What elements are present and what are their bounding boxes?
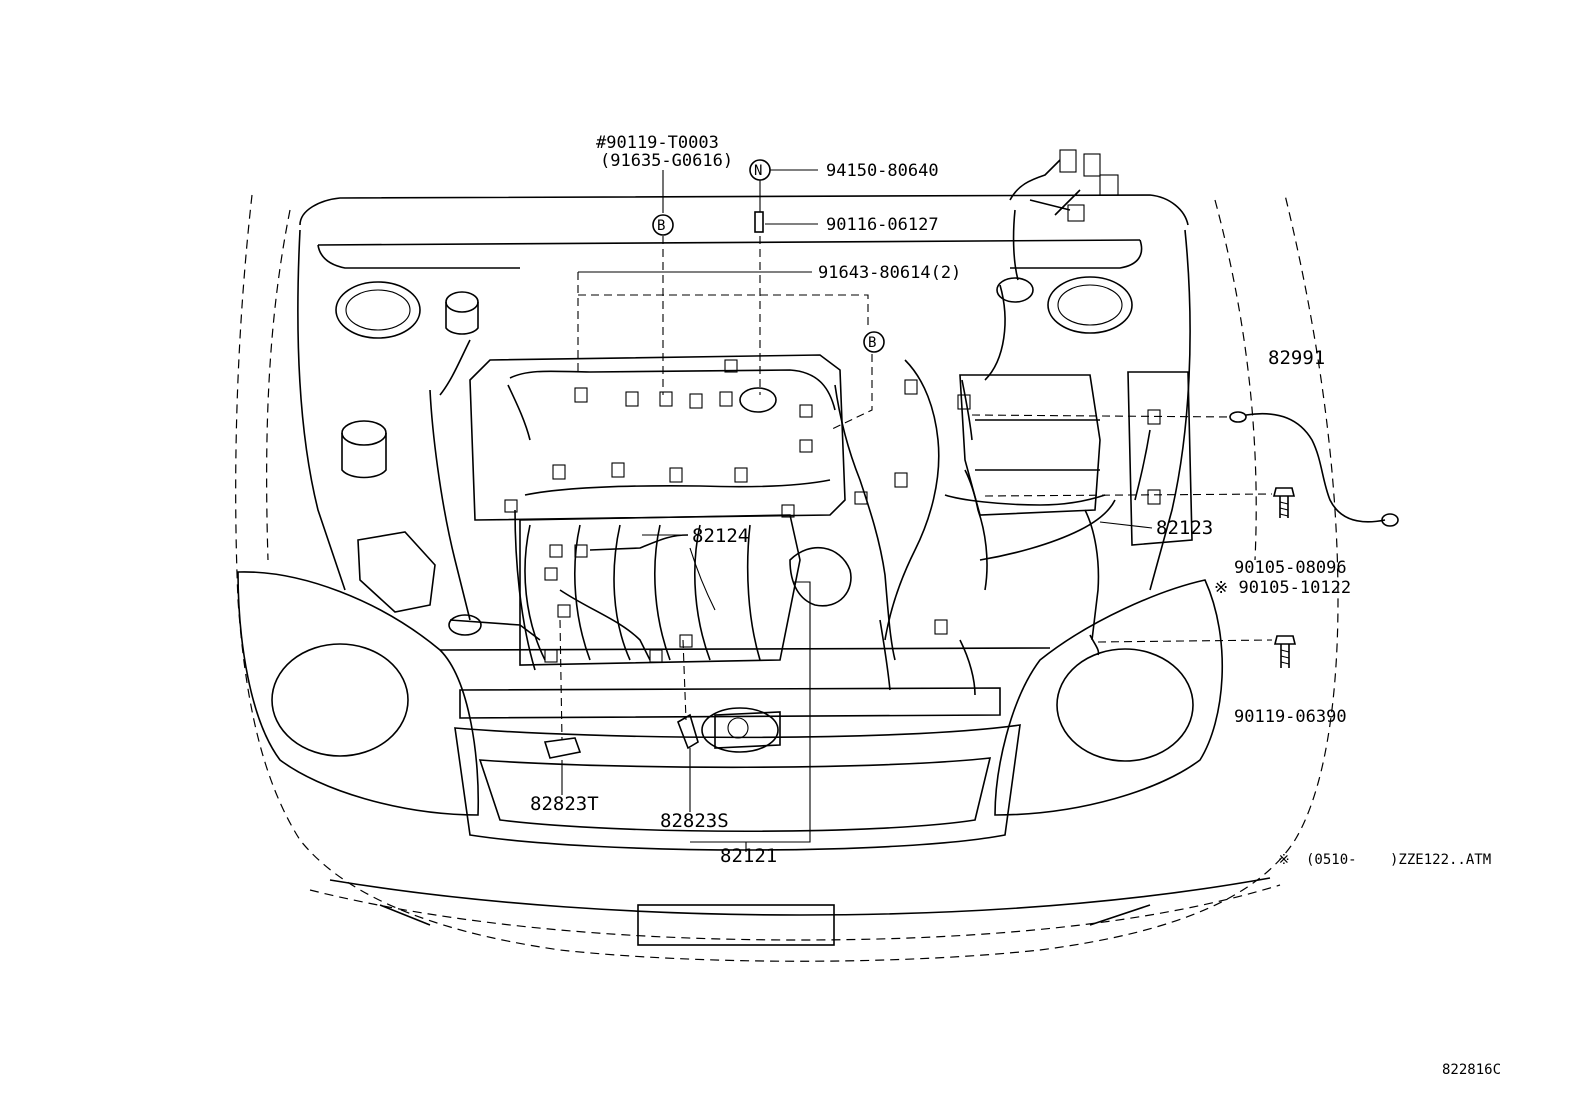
marker-n-circle	[749, 159, 771, 181]
callout-90105-10122: ※ 90105-10122	[1214, 578, 1351, 598]
figure-id: 822816C	[1442, 1062, 1501, 1078]
callout-91635-g0616: (91635-G0616)	[600, 151, 733, 171]
callout-82823s: 82823S	[660, 810, 729, 832]
callout-82991: 82991	[1268, 347, 1325, 369]
callout-90119-06390: 90119-06390	[1234, 707, 1347, 727]
callout-leaders	[559, 169, 1153, 852]
footnote-open: (0510-	[1306, 852, 1357, 868]
callout-90119-t0003: #90119-T0003	[596, 133, 719, 153]
footnote: ※ (0510- )ZZE122..ATM	[1278, 852, 1491, 868]
callout-82823t: 82823T	[530, 793, 599, 815]
car-body-outline	[235, 194, 1339, 962]
marker-b-circle	[652, 214, 674, 236]
bolt-90105	[984, 487, 1296, 518]
connector-row	[504, 359, 1161, 663]
marker-b: B	[657, 218, 665, 234]
callout-labels: #90119-T0003 (91635-G0616) B N 94150-806…	[530, 133, 1351, 867]
bolt-90119	[1089, 634, 1297, 668]
marker-b2-circle	[863, 331, 885, 353]
footnote-mark: ※	[1278, 852, 1290, 868]
ground-strap-82991	[971, 411, 1399, 527]
callout-90116-06127: 90116-06127	[826, 215, 939, 235]
engine-assembly	[341, 149, 1193, 759]
marker-b2: B	[868, 335, 876, 351]
footnote-close: )ZZE122..ATM	[1390, 852, 1491, 868]
callout-91643-80614: 91643-80614(2)	[818, 263, 961, 283]
callout-82121: 82121	[720, 845, 777, 867]
callout-82123: 82123	[1156, 517, 1213, 539]
callout-82124: 82124	[692, 525, 749, 547]
callout-94150-80640: 94150-80640	[826, 161, 939, 181]
callout-90105-08096: 90105-08096	[1234, 558, 1347, 578]
marker-n: N	[754, 163, 762, 179]
